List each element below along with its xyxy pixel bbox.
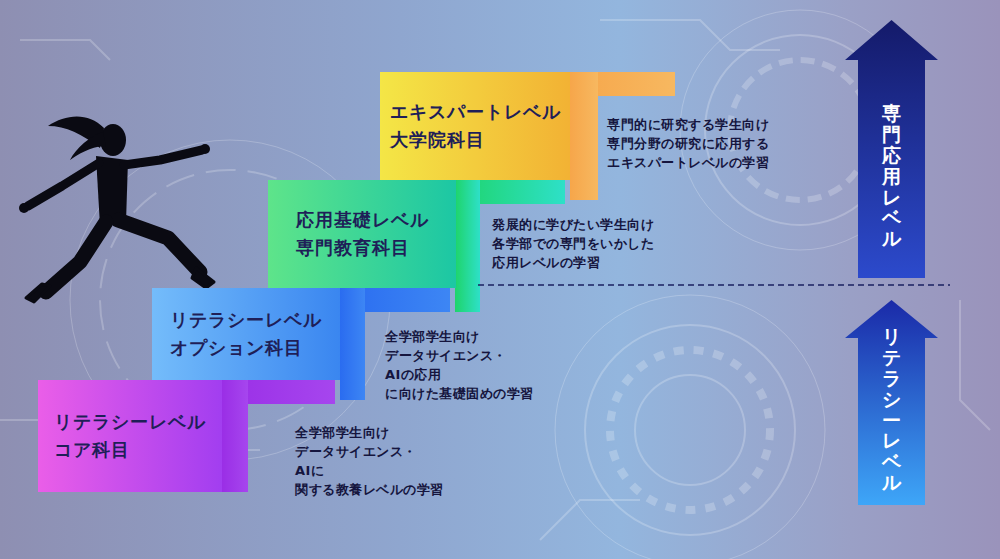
level-label: リテラシーレベル [882, 326, 901, 493]
step-title: 応用基礎レベル 専門教育科目 [296, 206, 429, 262]
step-description: 発展的に学びたい学生向け 各学部での専門をいかした 応用レベルの学習 [492, 216, 654, 273]
step-description: 全学部学生向け データサイエンス・AIに 関する教養レベルの学習 [295, 424, 444, 499]
level-divider [478, 284, 950, 286]
core-step: リテラシーレベル コア科目全学部学生向け データサイエンス・AIに 関する教養レ… [38, 380, 222, 492]
option-step: リテラシーレベル オプション科目全学部学生向け データサイエンス・AIの応用 に… [152, 288, 340, 380]
step-title: リテラシーレベル オプション科目 [170, 306, 322, 362]
level-arrow: 専門応用レベル [845, 20, 938, 278]
step-description: 専門的に研究する学生向け 専門分野の研究に応用する エキスパートレベルの学習 [607, 116, 769, 173]
jumping-silhouette [19, 117, 214, 303]
step-risers [222, 72, 675, 492]
level-arrow: リテラシーレベル [845, 300, 938, 505]
tech-rings [0, 10, 990, 559]
step-description: 全学部学生向け データサイエンス・AIの応用 に向けた基礎固めの学習 [385, 328, 534, 403]
applied-step: 応用基礎レベル 専門教育科目発展的に学びたい学生向け 各学部での専門をいかした … [268, 180, 456, 288]
expert-step: エキスパートレベル 大学院科目専門的に研究する学生向け 専門分野の研究に応用する… [380, 72, 570, 180]
level-label: 専門応用レベル [882, 103, 901, 249]
step-title: エキスパートレベル 大学院科目 [390, 98, 561, 154]
step-title: リテラシーレベル コア科目 [54, 408, 206, 464]
